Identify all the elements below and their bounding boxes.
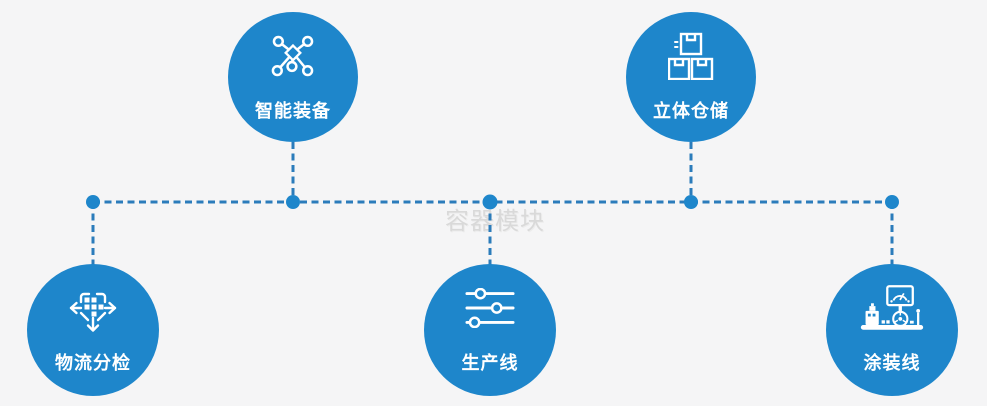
network-nodes-icon [270,33,316,79]
node-logistics-sorting[interactable]: 物流分检 [27,264,159,396]
node-smart-equipment[interactable]: 智能装备 [228,12,358,142]
junction-dot [885,195,899,209]
node-production-line[interactable]: 生产线 [424,264,556,396]
node-label: 涂装线 [863,353,921,373]
machine-monitor-icon [858,285,926,331]
stacked-boxes-icon [668,32,714,80]
junction-dot [286,195,300,209]
junction-dot [684,195,698,209]
junction-dot [482,194,498,210]
node-stereo-warehouse[interactable]: 立体仓储 [626,12,756,142]
node-label: 立体仓储 [653,101,729,121]
watermark-text: 容器模块 [445,208,545,235]
node-painting-line[interactable]: 涂装线 [826,264,958,396]
node-label: 物流分检 [55,353,131,373]
junction-dot [86,195,100,209]
node-label: 智能装备 [255,101,331,121]
sorting-arrows-icon [67,285,119,332]
node-label: 生产线 [461,353,519,373]
sliders-icon [465,285,515,331]
